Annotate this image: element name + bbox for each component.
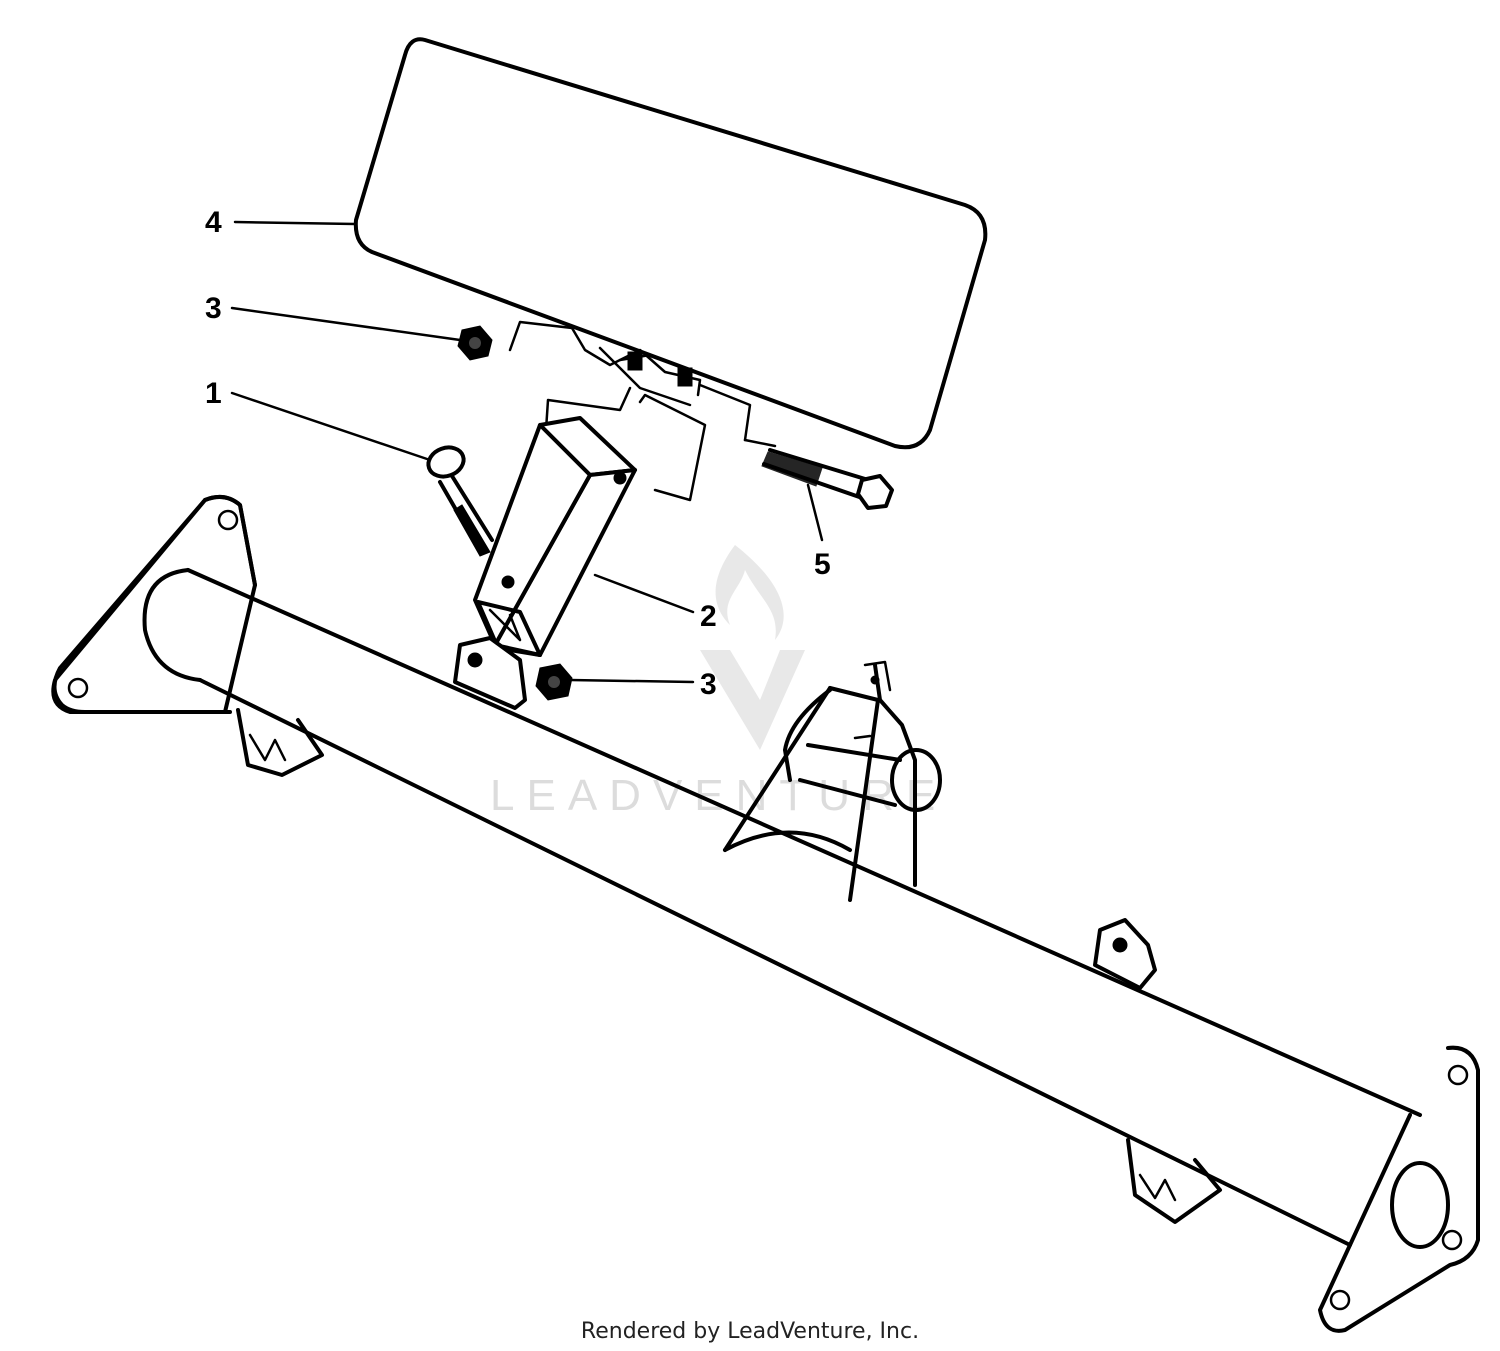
post-bracket <box>453 636 527 710</box>
axle-tube <box>51 494 1480 1333</box>
nut-part-3-lower <box>535 663 573 701</box>
nut-part-3-upper <box>457 325 493 361</box>
footer-credit: Rendered by LeadVenture, Inc. <box>581 1319 919 1344</box>
bolt-part-1 <box>426 445 494 557</box>
watermark-text: LEADVENTURE <box>490 771 947 820</box>
watermark-flame-icon <box>715 545 784 640</box>
callout-leaders <box>230 220 824 684</box>
pivot-bracket <box>723 660 942 902</box>
callout-1: 1 <box>205 377 222 410</box>
watermark-v-icon <box>700 650 805 750</box>
callout-4: 4 <box>205 206 222 239</box>
callout-5: 5 <box>814 548 831 581</box>
post-part-2 <box>473 416 637 657</box>
callout-3-lower: 3 <box>700 668 717 701</box>
callout-2: 2 <box>700 600 717 633</box>
tube-clips <box>236 708 1222 1224</box>
panel-part-4 <box>353 37 988 450</box>
callout-3-upper: 3 <box>205 292 222 325</box>
tube-lug <box>1093 918 1157 990</box>
bolt-part-5 <box>761 448 894 510</box>
